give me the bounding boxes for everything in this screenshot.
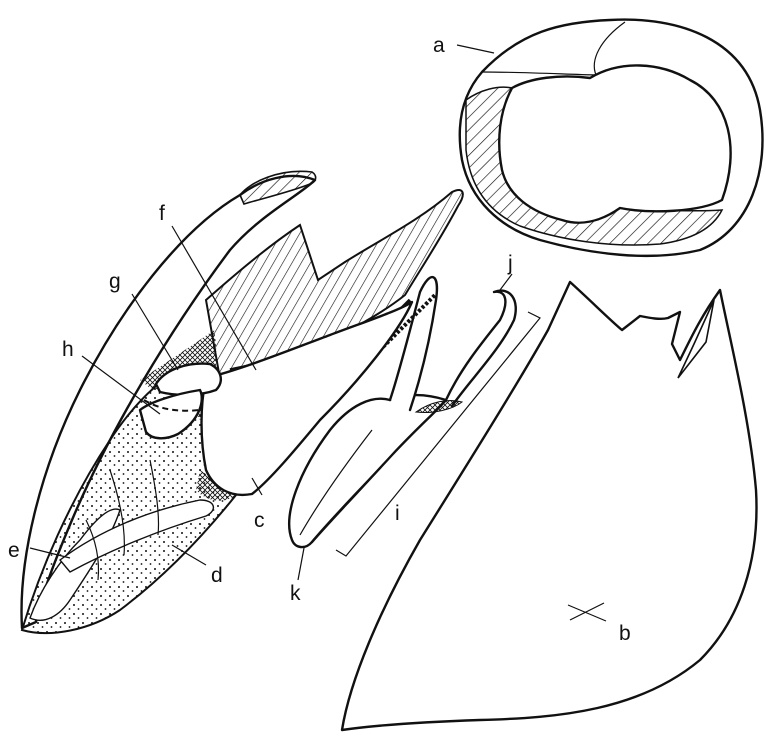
label-c: c bbox=[254, 509, 265, 532]
label-e: e bbox=[8, 539, 20, 562]
label-d: d bbox=[211, 564, 223, 587]
label-j: j bbox=[507, 252, 513, 275]
label-k: k bbox=[290, 582, 301, 605]
label-g: g bbox=[109, 270, 121, 293]
leader-k bbox=[298, 548, 304, 580]
label-f: f bbox=[159, 202, 165, 225]
label-i: i bbox=[395, 502, 400, 525]
leader-j bbox=[500, 274, 512, 290]
label-b: b bbox=[619, 622, 631, 645]
part-a-cap bbox=[460, 20, 763, 256]
leader-a bbox=[457, 45, 494, 53]
label-h: h bbox=[62, 338, 74, 361]
label-a: a bbox=[433, 34, 445, 57]
